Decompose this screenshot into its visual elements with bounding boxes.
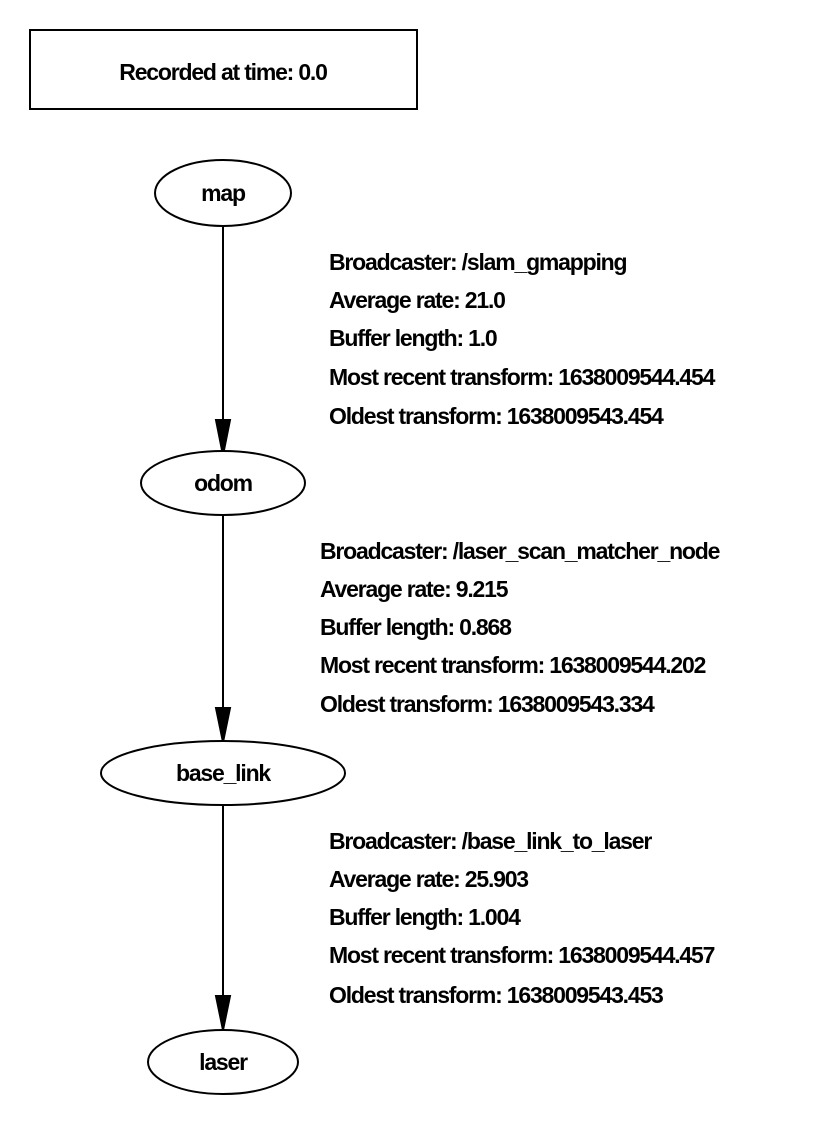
node-label: odom	[194, 470, 253, 496]
node-label: base_link	[176, 760, 271, 786]
arrowhead-icon	[214, 419, 232, 456]
edge-info: Broadcaster: /base_link_to_laser Average…	[329, 828, 716, 1008]
edge-most-recent-transform: Most recent transform: 1638009544.457	[329, 942, 715, 968]
edge-info: Broadcaster: /slam_gmapping Average rate…	[329, 249, 717, 429]
edge-broadcaster: Broadcaster: /laser_scan_matcher_node	[320, 538, 720, 564]
edge-map-odom: Broadcaster: /slam_gmapping Average rate…	[214, 225, 717, 456]
edge-info: Broadcaster: /laser_scan_matcher_node Av…	[320, 538, 721, 717]
arrowhead-icon	[214, 707, 232, 743]
node-label: map	[201, 180, 246, 206]
edge-average-rate: Average rate: 25.903	[329, 866, 528, 892]
node-map: map	[154, 159, 292, 227]
node-laser: laser	[147, 1029, 299, 1095]
edge-buffer-length: Buffer length: 1.0	[329, 325, 497, 351]
edge-most-recent-transform: Most recent transform: 1638009544.202	[320, 652, 706, 678]
edge-oldest-transform: Oldest transform: 1638009543.453	[329, 982, 663, 1008]
edge-buffer-length: Buffer length: 1.004	[329, 904, 521, 930]
edge-buffer-length: Buffer length: 0.868	[320, 614, 512, 640]
edge-base-link-laser: Broadcaster: /base_link_to_laser Average…	[214, 805, 716, 1031]
edge-oldest-transform: Oldest transform: 1638009543.454	[329, 403, 664, 429]
recorded-time-box: Recorded at time: 0.0	[29, 29, 418, 110]
node-base-link: base_link	[100, 740, 346, 806]
edge-broadcaster: Broadcaster: /base_link_to_laser	[329, 828, 652, 854]
edge-average-rate: Average rate: 9.215	[320, 576, 509, 602]
recorded-time-label: Recorded at time: 0.0	[119, 59, 327, 85]
edge-broadcaster: Broadcaster: /slam_gmapping	[329, 249, 627, 275]
edge-average-rate: Average rate: 21.0	[329, 287, 505, 313]
edge-odom-base-link: Broadcaster: /laser_scan_matcher_node Av…	[214, 515, 721, 743]
edge-oldest-transform: Oldest transform: 1638009543.334	[320, 691, 655, 717]
node-odom: odom	[140, 450, 306, 516]
edge-most-recent-transform: Most recent transform: 1638009544.454	[329, 364, 716, 390]
node-label: laser	[199, 1049, 248, 1075]
arrowhead-icon	[214, 995, 232, 1031]
